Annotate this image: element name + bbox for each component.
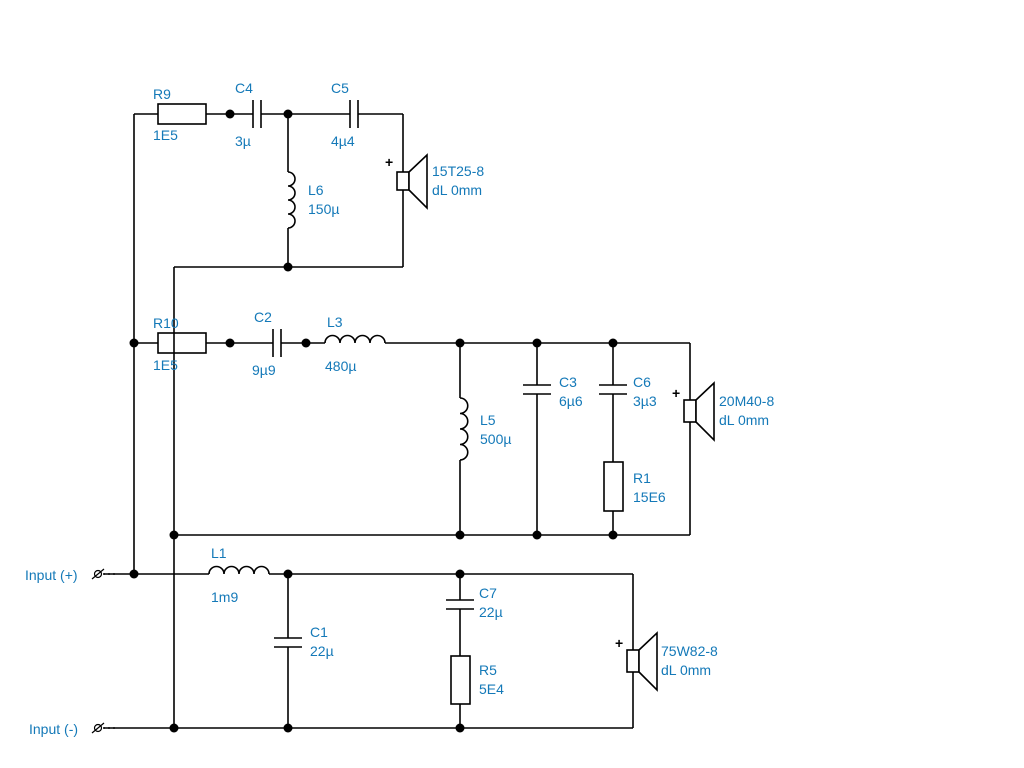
resistor-r1-symbol (603, 461, 624, 512)
r5-name: R5 (479, 662, 497, 678)
l5-value: 500µ (480, 431, 511, 447)
capacitor-c3-symbol (523, 384, 551, 395)
woofer-model: 75W82-8 (661, 643, 718, 659)
capacitor-c6-symbol (599, 384, 627, 395)
c3-value: 6µ6 (559, 393, 583, 409)
tweeter-speaker-icon (396, 153, 428, 210)
woofer-speaker-icon (626, 631, 658, 692)
l5-name: L5 (480, 412, 496, 428)
tweeter-model: 15T25-8 (432, 163, 484, 179)
c7-value: 22µ (479, 604, 503, 620)
l3-value: 480µ (325, 358, 356, 374)
c6-name: C6 (633, 374, 651, 390)
woofer-delay: dL 0mm (661, 662, 711, 678)
c4-value: 3µ (235, 133, 251, 149)
capacitor-c2-symbol (272, 329, 282, 357)
r5-value: 5E4 (479, 681, 504, 697)
r1-value: 15E6 (633, 489, 666, 505)
c1-value: 22µ (310, 643, 334, 659)
midrange-speaker-icon (683, 381, 715, 442)
midrange-model: 20M40-8 (719, 393, 774, 409)
c2-value: 9µ9 (252, 362, 276, 378)
inductor-l6-symbol (287, 171, 296, 229)
r10-value: 1E5 (153, 357, 178, 373)
capacitor-c1-symbol (274, 637, 302, 648)
l1-value: 1m9 (211, 589, 238, 605)
l3-name: L3 (327, 314, 343, 330)
input-negative-terminal[interactable] (91, 722, 105, 734)
midrange-delay: dL 0mm (719, 412, 769, 428)
c5-name: C5 (331, 80, 349, 96)
midrange-polarity: + (672, 385, 680, 401)
l6-value: 150µ (308, 201, 339, 217)
input-negative-label: Input (-) (29, 721, 78, 737)
resistor-r5-symbol (450, 655, 471, 705)
c4-name: C4 (235, 80, 253, 96)
c7-name: C7 (479, 585, 497, 601)
inductor-l1-symbol (208, 565, 270, 575)
l6-name: L6 (308, 182, 324, 198)
resistor-r9-symbol (157, 103, 207, 125)
r9-name: R9 (153, 86, 171, 102)
wires (98, 113, 691, 729)
inductor-l5-symbol (459, 397, 469, 461)
c3-name: C3 (559, 374, 577, 390)
capacitor-c5-symbol (349, 100, 359, 128)
inductor-l3-symbol (324, 334, 386, 344)
input-positive-terminal[interactable] (91, 568, 105, 580)
input-positive-label: Input (+) (25, 567, 78, 583)
resistor-r10-symbol (157, 332, 207, 354)
r1-name: R1 (633, 470, 651, 486)
tweeter-polarity: + (385, 154, 393, 170)
r10-name: R10 (153, 315, 179, 331)
woofer-polarity: + (615, 635, 623, 651)
c5-value: 4µ4 (331, 133, 355, 149)
tweeter-delay: dL 0mm (432, 182, 482, 198)
l1-name: L1 (211, 545, 227, 561)
c1-name: C1 (310, 624, 328, 640)
junction-dots (129, 109, 618, 733)
capacitor-c4-symbol (252, 100, 262, 128)
c2-name: C2 (254, 309, 272, 325)
r9-value: 1E5 (153, 127, 178, 143)
capacitor-c7-symbol (446, 599, 474, 610)
c6-value: 3µ3 (633, 393, 657, 409)
